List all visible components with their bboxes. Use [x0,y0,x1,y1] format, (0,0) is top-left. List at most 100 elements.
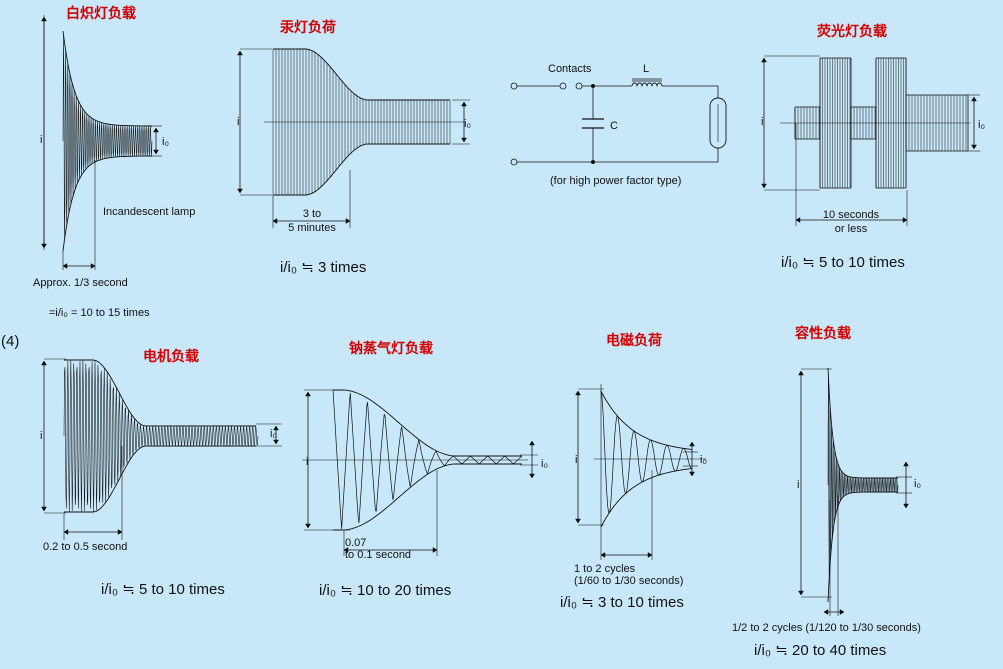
solenoid-envelope-bottom [600,468,693,528]
circuit-contact-a [559,82,567,90]
mercury-time-line1: 3 to [302,208,322,220]
sodium-envelope-bottom [333,463,522,531]
sodium-time-arrow-head-left [343,547,349,553]
sodium-time-arrow-head-right [432,547,438,553]
circuit-note: (for high power factor type) [550,175,682,187]
fluorescent-time-arrow-head-left [795,217,801,223]
solenoid-i-label: i [575,454,578,466]
sodium-time-line1: 0.07 [345,537,367,549]
motor-wave [63,359,259,513]
fluorescent-ratio: i/i₀ ≒ 5 to 10 times [781,254,905,271]
fluorescent-time-arrow-head-right [902,217,908,223]
motor-envelope-top [64,359,257,427]
capacitive-ratio: i/i₀ ≒ 20 to 40 times [754,642,887,659]
circuit-terminal-bottom [510,158,518,166]
mercury-io-arrow-head-top [461,101,467,107]
sodium-envelope-top [333,389,522,457]
sodium-wave [332,389,523,530]
solenoid-time-arrow-head-right [647,552,653,558]
solenoid-title: 电磁负荷 [606,333,662,349]
incandescent-i-arrow-head-top [41,16,47,22]
motor-envelope-bottom [64,445,257,513]
capacitive-title: 容性负载 [795,326,851,342]
mercury-title: 汞灯负荷 [280,20,336,36]
capacitive-io-arrow-head-bottom [903,503,909,509]
circuit-node-bottom [591,160,595,164]
mercury-envelope-bottom [273,143,450,196]
incandescent-io-arrow-head-top [153,127,159,133]
capacitive-i-label: i [797,479,800,491]
capacitive-envelope-top [827,367,898,479]
incandescent-io-label: i₀ [162,136,170,148]
solenoid-io-label: i₀ [700,454,708,466]
solenoid-i-arrow-head-bottom [575,518,581,524]
solenoid-ratio: i/i₀ ≒ 3 to 10 times [560,594,684,611]
mercury-time-arrow-head-right [345,218,351,224]
capacitive-i-arrow-head-top [798,370,804,376]
solenoid-time-line1: 1 to 2 cycles [574,563,636,575]
mercury-time-line2: 5 minutes [288,222,336,234]
fluorescent-title: 荧光灯负载 [817,24,887,40]
solenoid-io-arrow-head-bottom [689,471,695,477]
incandescent-title: 白炽灯负载 [66,6,136,22]
motor-time-arrow-head-right [117,529,123,535]
capacitive-i-arrow-head-bottom [798,590,804,596]
sodium-io-label: i₀ [541,458,549,470]
circuit-contact-b [575,82,583,90]
solenoid-envelope-top [600,390,693,450]
motor-io-label: i₀ [270,428,278,440]
capacitive-envelope-bottom [827,491,898,603]
solenoid-time-arrow-head-left [600,552,606,558]
motor-i-label: i [40,430,43,442]
capacitive-wave [827,377,899,576]
incandescent-wave-envelope-bottom [62,155,152,252]
incandescent-wave [62,35,153,240]
fluorescent-i-arrow-head-top [761,57,767,63]
mercury-i-label: i [237,116,240,128]
sodium-title: 钠蒸气灯负载 [349,341,433,357]
mercury-i-arrow-head-bottom [237,188,243,194]
capacitive-io-label: i₀ [914,478,922,490]
mercury-i-arrow-head-top [237,50,243,56]
motor-ratio: i/i₀ ≒ 5 to 10 times [101,581,225,598]
motor-io-arrow-head-top [273,425,279,431]
circuit-inductor-coil [631,82,663,87]
solenoid-time-line2: (1/60 to 1/30 seconds) [574,575,684,587]
solenoid-wave [600,390,693,514]
section-number: (4) [1,333,20,350]
incandescent-wave-envelope-top [62,30,152,127]
fluorescent-io-arrow-head-top [971,96,977,102]
incandescent-ratio: =i/i₀ = 10 to 15 times [49,307,150,319]
motor-i-arrow-head-bottom [41,506,47,512]
circuit-capacitor-label: C [610,120,618,132]
mercury-io-arrow-head-bottom [461,137,467,143]
motor-time-arrow-head-left [63,529,69,535]
incandescent-time-label: Approx. 1/3 second [33,277,128,289]
sodium-i-arrow-head-bottom [305,523,311,529]
incandescent-io-arrow-head-bottom [153,149,159,155]
circuit-contacts-label: Contacts [548,63,592,75]
sodium-io-arrow-head-bottom [529,473,535,479]
motor-time-label: 0.2 to 0.5 second [43,541,128,553]
capacitive-io-arrow-head-top [903,461,909,467]
mercury-envelope-top [273,48,450,101]
sodium-time-line2: to 0.1 second [345,549,412,561]
capacitive-time-arrow-head-right [839,609,845,615]
solenoid-io-arrow-head-top [689,441,695,447]
motor-title: 电机负载 [143,349,199,365]
mercury-time-arrow-head-left [272,218,278,224]
sodium-ratio: i/i₀ ≒ 10 to 20 times [319,582,452,599]
sodium-i-label: i [306,456,309,468]
motor-i-arrow-head-top [41,360,47,366]
mercury-io-label: i₀ [464,118,472,130]
fluorescent-time-line1: 10 seconds [822,209,880,221]
circuit-terminal-top [510,82,518,90]
capacitive-time-arrow-head-left [823,609,829,615]
solenoid-i-arrow-head-top [575,390,581,396]
fluorescent-time-line2: or less [834,223,868,235]
fluorescent-io-label: i₀ [978,119,986,131]
incandescent-i-label: i [40,134,43,146]
capacitive-time-label: 1/2 to 2 cycles (1/120 to 1/30 seconds) [732,622,921,634]
